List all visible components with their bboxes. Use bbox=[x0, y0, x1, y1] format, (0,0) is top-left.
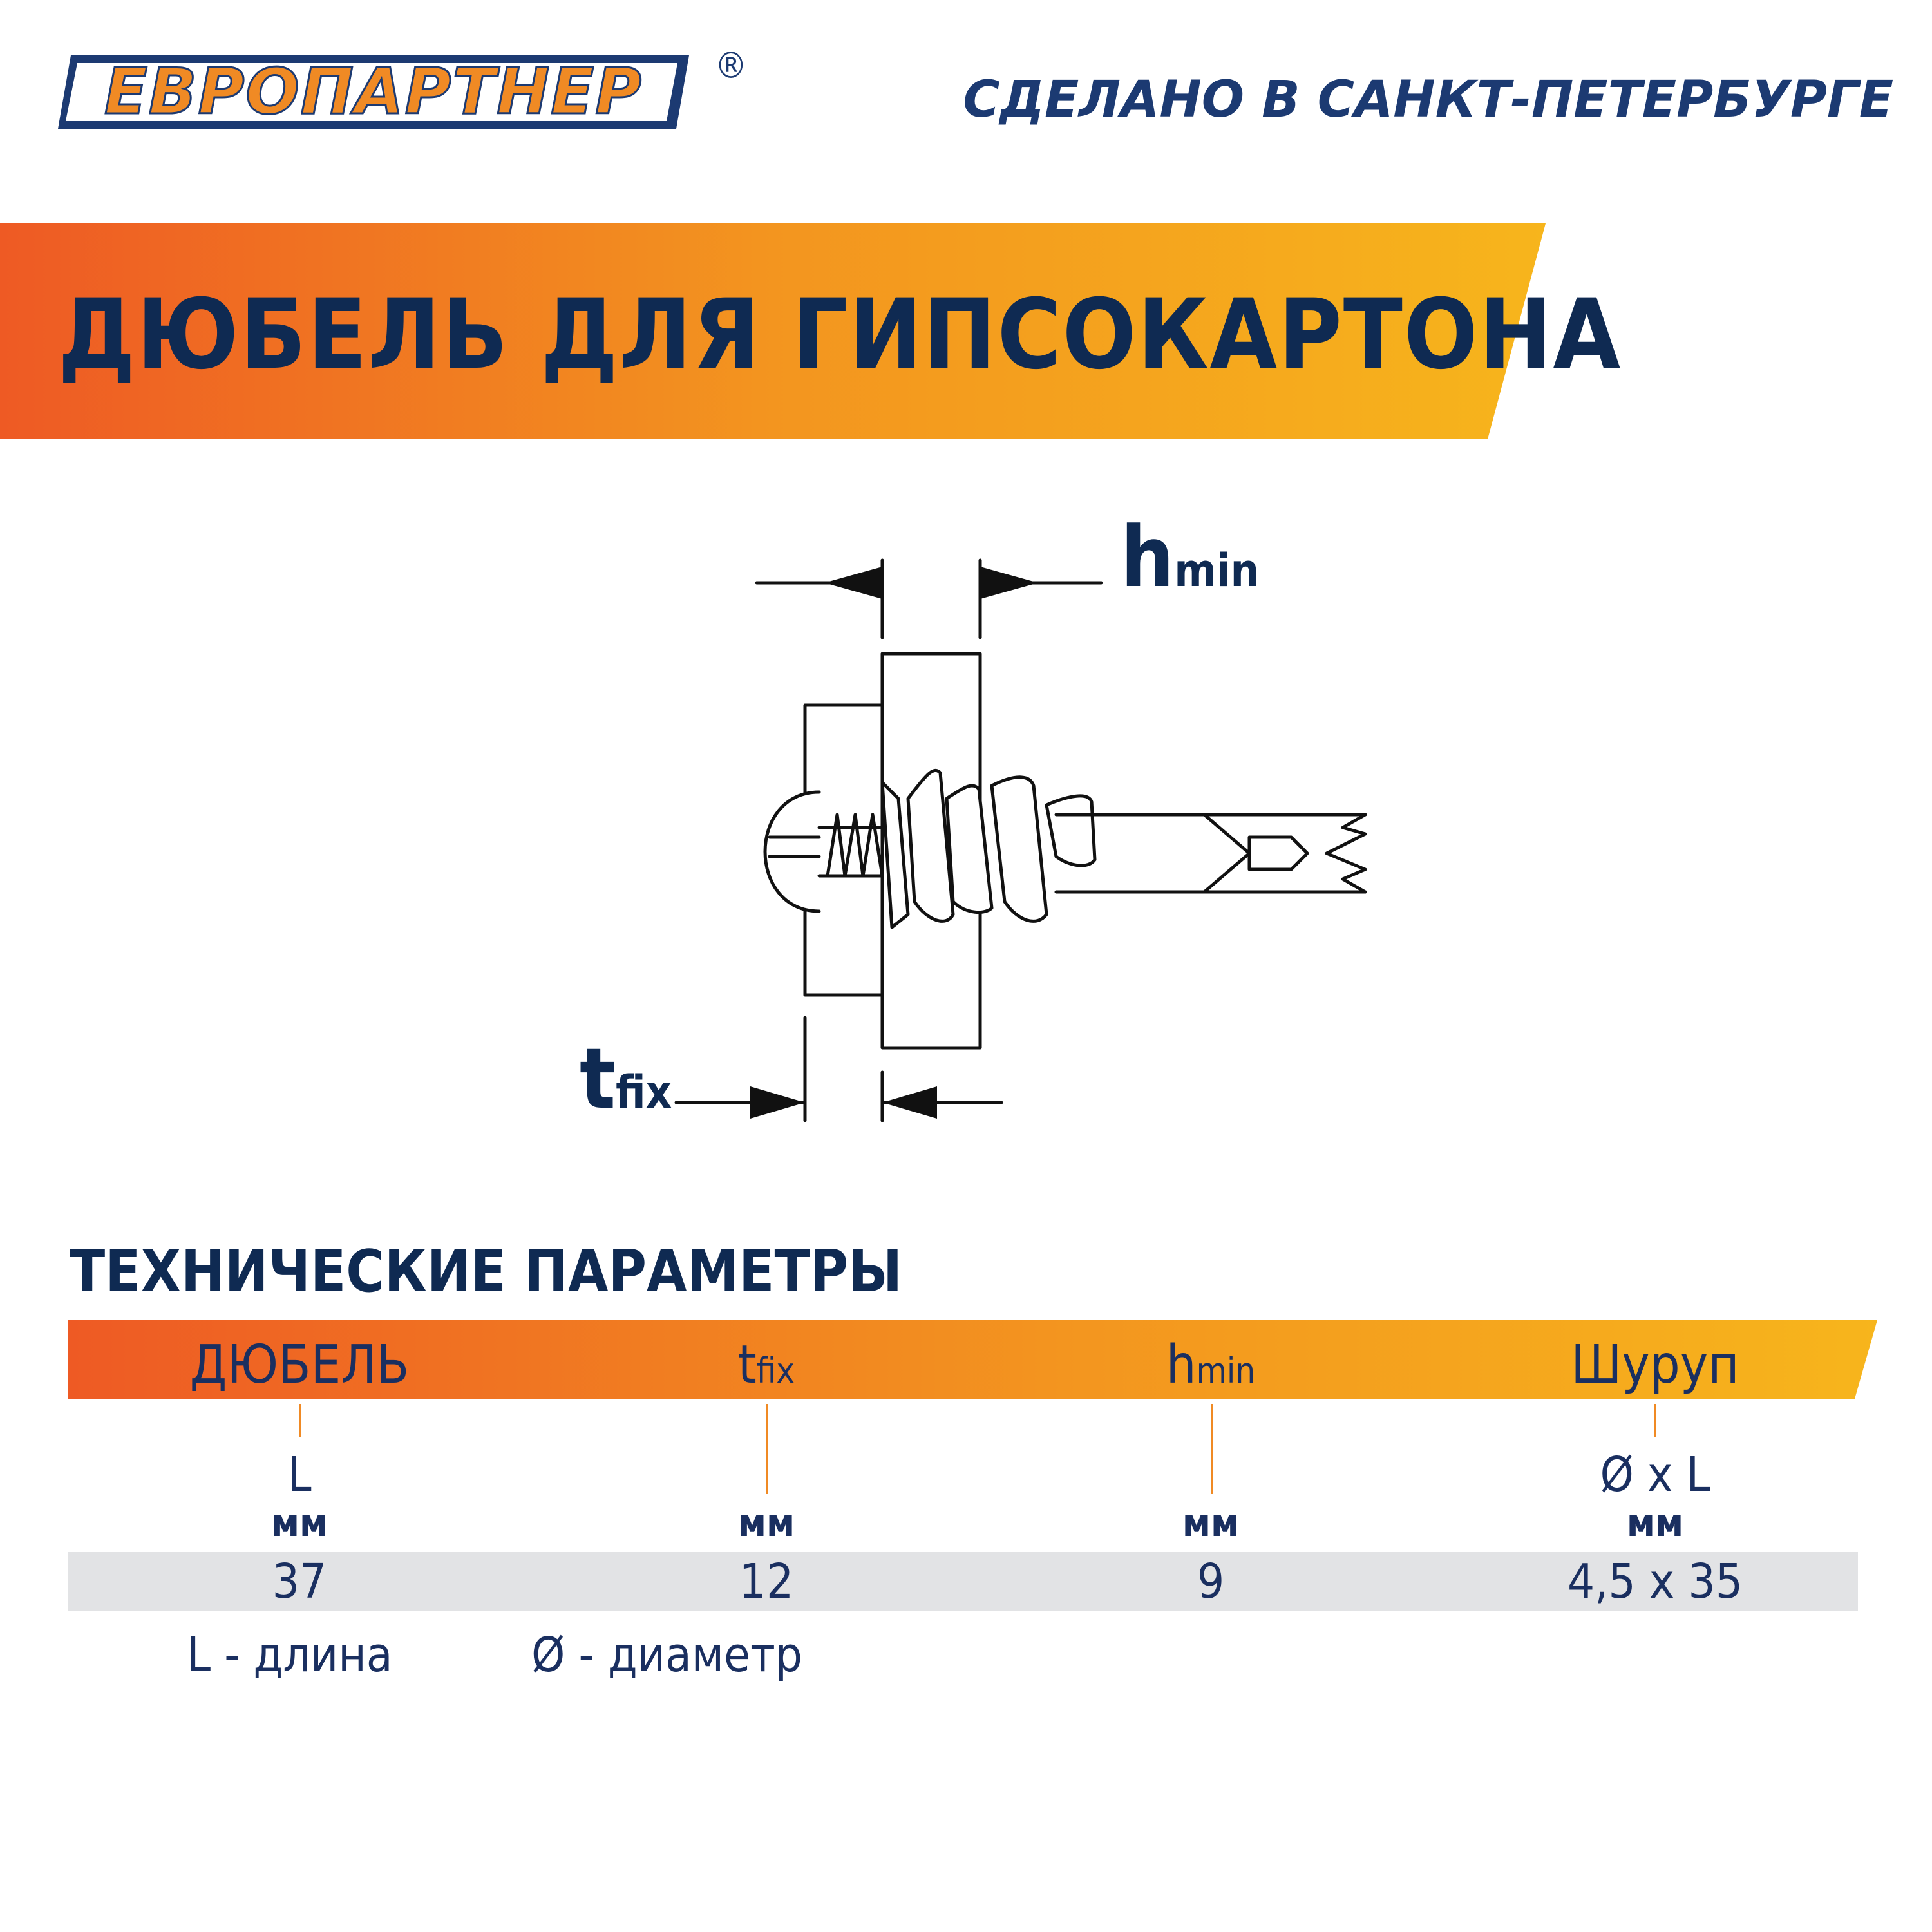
unit-label: мм bbox=[1182, 1501, 1240, 1546]
page-title: ДЮБЕЛЬ ДЛЯ ГИПСОКАРТОНА bbox=[58, 279, 1622, 391]
unit-label: мм bbox=[737, 1501, 795, 1546]
logo-text: ЕВРОПАРТНЕР bbox=[103, 55, 643, 130]
connector-line bbox=[1211, 1404, 1213, 1494]
param-label: L bbox=[287, 1447, 312, 1502]
connector-line bbox=[766, 1404, 768, 1494]
dowel-thread-2 bbox=[945, 784, 994, 914]
connector-line bbox=[299, 1404, 301, 1437]
hmin-arrow-left bbox=[824, 567, 882, 599]
tfix-arrow-right bbox=[882, 1086, 937, 1119]
unit-label: мм bbox=[1626, 1501, 1684, 1546]
table-row bbox=[68, 1552, 1858, 1611]
screw-thread bbox=[826, 813, 884, 878]
value-tfix: 12 bbox=[739, 1554, 794, 1609]
header-screw: Шуруп bbox=[1571, 1334, 1739, 1396]
label-tfix: tfix bbox=[580, 1030, 672, 1128]
value-screw-size: 4,5 x 35 bbox=[1567, 1554, 1743, 1609]
dowel-diagram bbox=[674, 558, 1367, 1122]
value-dowel-length: 37 bbox=[272, 1554, 327, 1609]
section-title: ТЕХНИЧЕСКИЕ ПАРАМЕТРЫ bbox=[70, 1238, 902, 1305]
table-header-bar bbox=[68, 1320, 1877, 1399]
dowel-tip-break bbox=[1325, 813, 1367, 894]
dowel-thread-3 bbox=[990, 775, 1048, 923]
legend-length: L - длина bbox=[187, 1627, 393, 1683]
registered-mark: ® bbox=[714, 45, 748, 87]
logo-badge-shape bbox=[58, 55, 689, 129]
screw-head bbox=[763, 790, 821, 913]
title-banner bbox=[0, 223, 1546, 439]
dowel-tip-slit bbox=[1202, 813, 1251, 894]
tfix-arrow-left bbox=[750, 1086, 805, 1119]
dowel-thread-4 bbox=[1045, 794, 1097, 867]
header-dowel: ДЮБЕЛЬ bbox=[189, 1334, 410, 1396]
header-tfix: tfix bbox=[737, 1334, 795, 1396]
unit-label: мм bbox=[270, 1501, 328, 1546]
param-label: Ø x L bbox=[1600, 1447, 1710, 1502]
dowel-thread-1 bbox=[906, 768, 955, 923]
header-hmin: hmin bbox=[1166, 1334, 1256, 1396]
connector-line bbox=[1654, 1404, 1656, 1437]
tagline: СДЕЛАНО В САНКТ-ПЕТЕРБУРГЕ bbox=[963, 71, 1893, 129]
legend-diameter: Ø - диаметр bbox=[531, 1627, 803, 1683]
value-hmin: 9 bbox=[1197, 1554, 1225, 1609]
brand-logo: ЕВРОПАРТНЕР bbox=[52, 50, 696, 134]
label-hmin: hmin bbox=[1121, 508, 1260, 606]
